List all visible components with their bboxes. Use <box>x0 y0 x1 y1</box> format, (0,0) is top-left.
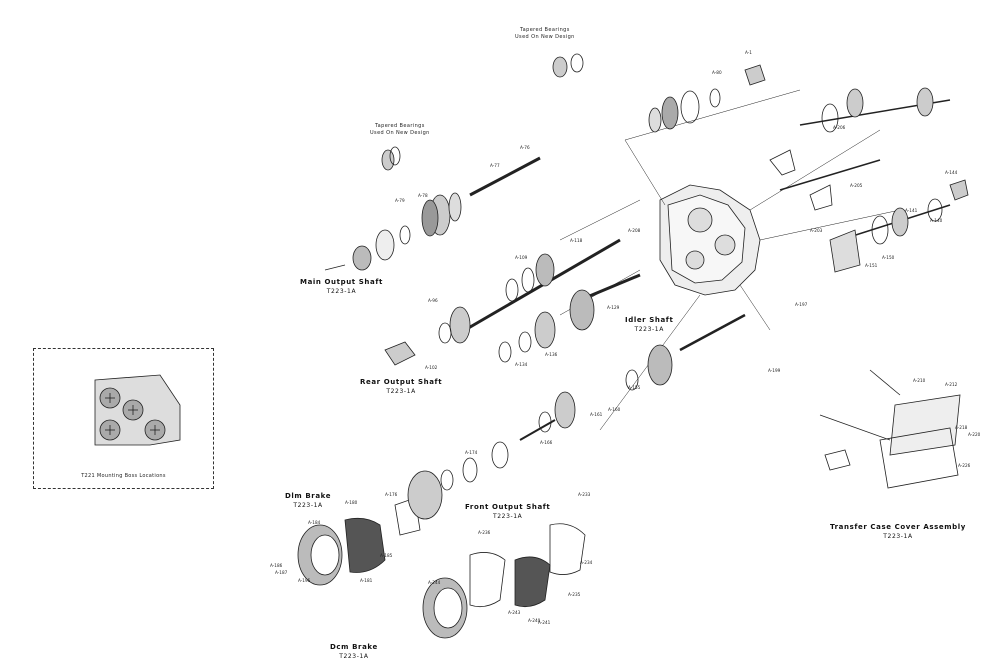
part-label: A-208 <box>628 228 641 233</box>
part-label: A-220 <box>968 432 981 437</box>
part-label: A-102 <box>425 365 438 370</box>
dcm-brake-label: Dcm Brake <box>330 643 378 651</box>
part-label: A-187 <box>275 570 288 575</box>
part-label: A-180 <box>345 500 358 505</box>
part-label: A-118 <box>570 238 583 243</box>
part-label: A-1 <box>745 50 752 55</box>
cover-assembly-title: Transfer Case Cover Assembly T223-1A <box>830 523 966 541</box>
part-label: A-134 <box>515 362 528 367</box>
part-label: A-79 <box>395 198 405 203</box>
part-label: A-160 <box>608 407 621 412</box>
tapered-note-left-line2: Used On New Design <box>370 130 430 136</box>
part-label: A-205 <box>850 183 863 188</box>
part-label: A-184 <box>308 520 321 525</box>
cover-assembly-label: Transfer Case Cover Assembly <box>830 523 966 531</box>
part-label: A-218 <box>955 425 968 430</box>
dlm-brake-part: T223-1A <box>293 502 323 509</box>
part-label: A-210 <box>913 378 926 383</box>
cover-assembly-part: T223-1A <box>883 533 913 540</box>
part-label: A-212 <box>945 382 958 387</box>
tapered-bearings-top <box>381 53 584 171</box>
part-label: A-136 <box>545 352 558 357</box>
part-label: A-203 <box>810 228 823 233</box>
idler-shaft-group <box>498 273 746 391</box>
part-label: A-96 <box>428 298 438 303</box>
part-label: A-78 <box>418 193 428 198</box>
tapered-note-top-line1: Tapered Bearings <box>520 27 570 33</box>
part-label: A-197 <box>795 302 808 307</box>
right-mid-assembly <box>829 179 969 273</box>
part-label: A-240 <box>528 618 541 623</box>
part-label: A-176 <box>385 492 398 497</box>
part-label: A-166 <box>540 440 553 445</box>
part-label: A-109 <box>515 255 528 260</box>
part-label: A-226 <box>958 463 971 468</box>
part-label: A-181 <box>360 578 373 583</box>
rear-output-shaft-group <box>384 238 621 366</box>
idler-shaft-title: Idler Shaft T223-1A <box>625 316 673 334</box>
dlm-brake-title: Dlm Brake T223-1A <box>285 492 331 510</box>
mounting-boss-inset-drawing <box>94 374 181 446</box>
tapered-note-left-line1: Tapered Bearings <box>375 123 425 129</box>
part-label: A-199 <box>768 368 781 373</box>
part-label: A-129 <box>607 305 620 310</box>
part-label: A-77 <box>490 163 500 168</box>
part-label: A-235 <box>568 592 581 597</box>
cover-assembly-drawing <box>819 369 961 489</box>
part-label: A-80 <box>712 70 722 75</box>
dlm-brake-label: Dlm Brake <box>285 492 332 500</box>
mounting-boss-inset: T221 Mounting Boss Locations <box>33 348 214 489</box>
part-label: A-236 <box>478 530 491 535</box>
tapered-bearings-note-left: Tapered Bearings Used On New Design <box>370 123 430 137</box>
tapered-bearings-note-top: Tapered Bearings Used On New Design <box>515 27 575 41</box>
upper-right-assembly <box>648 64 951 211</box>
part-label: A-140 <box>930 218 943 223</box>
dcm-brake-drawing <box>422 523 586 639</box>
front-output-shaft-group <box>440 391 576 491</box>
part-label: A-243 <box>508 610 521 615</box>
part-label: A-244 <box>428 580 441 585</box>
part-label: A-195 <box>298 578 311 583</box>
part-label: A-174 <box>465 450 478 455</box>
part-label: A-241 <box>538 620 551 625</box>
main-output-shaft-group <box>324 156 541 271</box>
part-label: A-151 <box>865 263 878 268</box>
main-output-shaft-label: Main Output Shaft <box>300 278 383 286</box>
dlm-brake-drawing <box>297 470 443 586</box>
part-label: A-161 <box>590 412 603 417</box>
transfer-case-housing <box>659 184 761 296</box>
idler-shaft-part: T223-1A <box>634 326 664 333</box>
main-output-shaft-title: Main Output Shaft T223-1A <box>300 278 383 296</box>
part-label: A-150 <box>882 255 895 260</box>
part-label: A-141 <box>905 208 918 213</box>
part-label: A-233 <box>578 492 591 497</box>
part-label: A-206 <box>833 125 846 130</box>
part-label: A-155 <box>628 385 641 390</box>
front-output-shaft-label: Front Output Shaft <box>465 503 551 511</box>
part-label: A-186 <box>270 563 283 568</box>
front-output-shaft-title: Front Output Shaft T223-1A <box>465 503 550 521</box>
part-label: A-234 <box>580 560 593 565</box>
rear-output-shaft-title: Rear Output Shaft T223-1A <box>360 378 442 396</box>
inset-caption: T221 Mounting Boss Locations <box>81 473 166 479</box>
part-label: A-144 <box>945 170 958 175</box>
tapered-note-top-line2: Used On New Design <box>515 34 575 40</box>
dcm-brake-part: T223-1A <box>339 653 369 660</box>
rear-output-shaft-label: Rear Output Shaft <box>360 378 443 386</box>
part-label: A-185 <box>380 553 393 558</box>
dcm-brake-title: Dcm Brake T223-1A <box>330 643 378 661</box>
part-label: A-76 <box>520 145 530 150</box>
main-output-shaft-part: T223-1A <box>326 288 357 295</box>
front-output-shaft-part: T223-1A <box>492 513 523 520</box>
idler-shaft-label: Idler Shaft <box>625 316 674 324</box>
rear-output-shaft-part: T223-1A <box>386 388 416 395</box>
